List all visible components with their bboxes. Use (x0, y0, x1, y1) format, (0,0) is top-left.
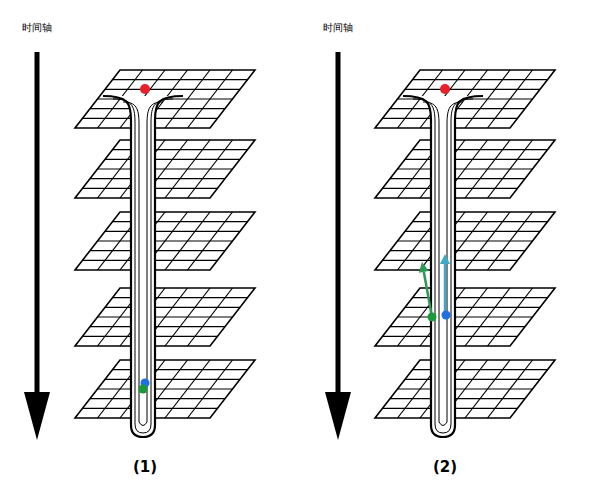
grid-line (488, 70, 533, 128)
grid-plane (375, 140, 555, 198)
grid-plane (375, 212, 555, 270)
grid-line (390, 326, 525, 327)
grid-line (488, 212, 533, 270)
grid-line (90, 108, 225, 109)
grid-line (188, 288, 233, 346)
grid-plane (75, 140, 255, 198)
grid-line (188, 212, 233, 270)
grid-plane (375, 288, 555, 346)
motion-arrow (444, 264, 447, 312)
panel-number: (1) (133, 458, 157, 476)
tube-outline (403, 96, 483, 437)
green-dot (428, 313, 437, 322)
grid-line (488, 288, 533, 346)
tube-wall (413, 99, 473, 433)
grid-line (488, 140, 533, 198)
grid-plane (75, 212, 255, 270)
spacetime-panel (375, 70, 555, 437)
grid-line (390, 398, 525, 399)
grid-line (188, 360, 233, 418)
red-dot (440, 84, 450, 94)
grid-line (390, 178, 525, 179)
blue-dot (442, 311, 451, 320)
axis-shaft (336, 52, 341, 396)
grid-line (465, 140, 510, 198)
motion-arrow (424, 272, 432, 317)
grid-line (90, 250, 225, 251)
grid-line (465, 288, 510, 346)
grid-plane (375, 360, 555, 418)
grid-line (90, 178, 225, 179)
grid-line (188, 70, 233, 128)
green-dot (139, 385, 148, 394)
arrow-head (419, 262, 429, 273)
axis-head (325, 392, 351, 440)
grid-line (465, 212, 510, 270)
grid-plane (75, 360, 255, 418)
grid-line (165, 140, 210, 198)
grid-line (90, 326, 225, 327)
grid-line (390, 250, 525, 251)
arrow-head (440, 254, 450, 264)
tube-wall (113, 99, 173, 433)
spacetime-panel (75, 70, 255, 437)
grid-line (165, 288, 210, 346)
time-axis-arrow (24, 52, 50, 440)
axis-shaft (35, 52, 40, 396)
grid-line (465, 360, 510, 418)
grid-line (165, 212, 210, 270)
grid-line (90, 398, 225, 399)
time-axis-arrow (325, 52, 351, 440)
grid-line (165, 360, 210, 418)
red-dot (140, 84, 150, 94)
grid-plane (75, 288, 255, 346)
tube-wall (123, 102, 163, 426)
axis-label: 时间轴 (323, 21, 353, 35)
tube-outline (103, 96, 183, 437)
grid-line (188, 140, 233, 198)
panel-number: (2) (433, 458, 457, 476)
axis-label: 时间轴 (22, 21, 52, 35)
grid-line (390, 108, 525, 109)
axis-head (24, 392, 50, 440)
tube-wall (423, 102, 463, 426)
grid-line (488, 360, 533, 418)
